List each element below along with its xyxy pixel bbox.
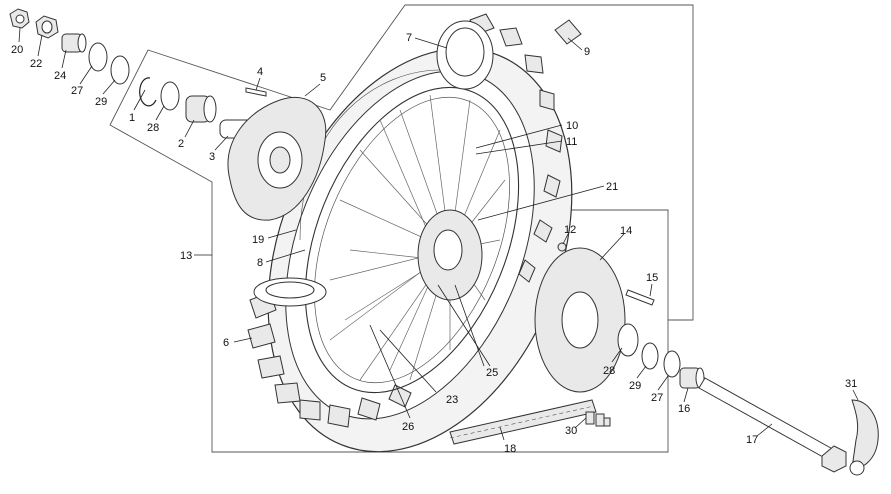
label-12: 12	[564, 224, 576, 236]
callout-labels: 20 22 24 27 29 1 28 2 3 4 5 7 9 10 11 21…	[11, 32, 857, 455]
label-29b: 29	[629, 380, 641, 392]
label-24: 24	[54, 70, 66, 82]
label-17: 17	[746, 434, 758, 446]
label-28b: 28	[603, 365, 615, 377]
label-29: 29	[95, 96, 107, 108]
chain	[449, 399, 597, 445]
bearing-28b	[617, 323, 639, 357]
master-link	[585, 411, 611, 427]
label-7: 7	[406, 32, 412, 44]
label-10: 10	[566, 120, 578, 132]
bearing-29a	[110, 55, 130, 85]
spacer-2	[185, 95, 217, 123]
inner-tube-lower	[253, 277, 327, 307]
label-27: 27	[71, 85, 83, 97]
label-23: 23	[446, 394, 458, 406]
axle	[698, 377, 847, 473]
circlip-1	[139, 77, 157, 107]
label-27b: 27	[651, 392, 663, 404]
label-1: 1	[129, 112, 135, 124]
label-3: 3	[209, 151, 215, 163]
label-4: 4	[257, 66, 263, 78]
bolt-15	[625, 289, 655, 306]
label-6: 6	[223, 337, 229, 349]
label-21: 21	[606, 181, 618, 193]
brake-disc	[227, 96, 327, 221]
leader-lines	[18, 27, 859, 441]
nut-12	[557, 242, 567, 252]
spacer-24	[61, 33, 87, 53]
label-16: 16	[678, 403, 690, 415]
nut-20	[9, 8, 30, 29]
adjuster-nut	[849, 460, 865, 476]
label-18: 18	[504, 443, 516, 455]
label-26: 26	[402, 421, 414, 433]
label-2: 2	[178, 138, 184, 150]
label-9: 9	[584, 46, 590, 58]
rim	[304, 86, 520, 394]
screw-4	[245, 87, 267, 97]
label-31: 31	[845, 378, 857, 390]
assembly-outline-13	[109, 4, 694, 453]
label-13: 13	[180, 250, 192, 262]
valve-cap	[554, 19, 582, 45]
label-20: 20	[11, 44, 23, 56]
sprocket	[534, 247, 626, 393]
label-19: 19	[252, 234, 264, 246]
seal-27a	[88, 42, 108, 72]
nut-22	[35, 15, 59, 39]
label-30: 30	[565, 425, 577, 437]
rim-inner	[314, 96, 510, 384]
chain-adjuster	[851, 399, 879, 469]
label-25: 25	[486, 367, 498, 379]
label-5: 5	[320, 72, 326, 84]
label-14: 14	[620, 225, 632, 237]
label-8: 8	[257, 257, 263, 269]
hub	[417, 209, 483, 301]
bearing-29b	[641, 342, 659, 370]
label-15: 15	[646, 272, 658, 284]
bearing-28a	[160, 81, 180, 111]
label-28: 28	[147, 122, 159, 134]
label-22: 22	[30, 58, 42, 70]
label-11: 11	[566, 136, 577, 148]
seal-27b	[663, 350, 681, 378]
inner-tube-7	[436, 20, 494, 90]
